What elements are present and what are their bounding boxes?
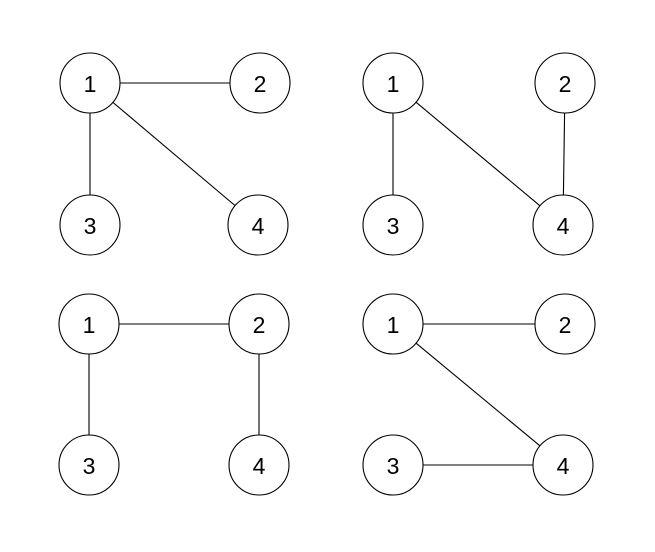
graph-node-2[interactable]: 2 xyxy=(229,52,291,114)
graph-node-circle[interactable] xyxy=(532,194,594,256)
graph-node-label: 2 xyxy=(253,312,266,338)
panel-top-left: 1 2 3 4 xyxy=(59,52,291,256)
graph-node-circle[interactable] xyxy=(227,194,289,256)
graph-edge-1-4 xyxy=(415,101,541,207)
graph-node-1[interactable]: 1 xyxy=(59,52,121,114)
graph-node-3[interactable]: 3 xyxy=(362,434,424,496)
graph-node-label: 3 xyxy=(387,453,400,479)
panel-top-right: 1 2 3 4 xyxy=(362,52,596,256)
graph-node-circle[interactable] xyxy=(362,293,424,355)
graph-node-4[interactable]: 4 xyxy=(532,194,594,256)
graph-node-circle[interactable] xyxy=(532,434,594,496)
graph-node-circle[interactable] xyxy=(362,434,424,496)
nodes-group: 1 2 3 4 xyxy=(362,52,596,256)
graph-node-label: 3 xyxy=(387,213,400,239)
edges-group xyxy=(88,323,260,435)
graph-edge-1-4 xyxy=(415,342,541,447)
graph-node-circle[interactable] xyxy=(534,293,596,355)
graph-node-label: 4 xyxy=(557,213,570,239)
graph-node-label: 1 xyxy=(83,312,96,338)
graph-node-circle[interactable] xyxy=(362,52,424,114)
graph-node-3[interactable]: 3 xyxy=(58,434,120,496)
graph-node-3[interactable]: 3 xyxy=(59,194,121,256)
graph-node-circle[interactable] xyxy=(534,52,596,114)
edges-group xyxy=(392,101,566,207)
panel-bottom-left: 1 2 3 4 xyxy=(58,293,290,496)
nodes-group: 1 2 3 4 xyxy=(362,293,596,496)
graph-node-1[interactable]: 1 xyxy=(362,293,424,355)
panels-layer: 1 2 3 4 1 2 3 4 1 2 3 4 1 2 3 4 xyxy=(58,52,596,496)
nodes-group: 1 2 3 4 xyxy=(59,52,291,256)
graph-node-3[interactable]: 3 xyxy=(362,194,424,256)
graph-node-circle[interactable] xyxy=(58,293,120,355)
graph-edge-2-4 xyxy=(562,112,566,196)
graph-node-label: 2 xyxy=(559,312,572,338)
graph-node-2[interactable]: 2 xyxy=(534,52,596,114)
graph-node-circle[interactable] xyxy=(58,434,120,496)
graph-node-label: 4 xyxy=(253,453,266,479)
nodes-group: 1 2 3 4 xyxy=(58,293,290,496)
graph-node-label: 2 xyxy=(254,71,267,97)
graph-node-4[interactable]: 4 xyxy=(228,434,290,496)
panel-bottom-right: 1 2 3 4 xyxy=(362,293,596,496)
graph-node-2[interactable]: 2 xyxy=(228,293,290,355)
graph-node-circle[interactable] xyxy=(59,52,121,114)
graph-node-label: 1 xyxy=(387,312,400,338)
graph-node-2[interactable]: 2 xyxy=(534,293,596,355)
graph-node-circle[interactable] xyxy=(59,194,121,256)
edges-group xyxy=(89,82,236,207)
graph-node-label: 1 xyxy=(387,71,400,97)
graph-node-circle[interactable] xyxy=(362,194,424,256)
graph-node-label: 4 xyxy=(557,453,570,479)
edges-group xyxy=(415,323,541,466)
graph-node-1[interactable]: 1 xyxy=(58,293,120,355)
graph-node-4[interactable]: 4 xyxy=(227,194,289,256)
graph-node-label: 3 xyxy=(84,213,97,239)
graph-node-circle[interactable] xyxy=(228,293,290,355)
graph-node-4[interactable]: 4 xyxy=(532,434,594,496)
graph-node-label: 2 xyxy=(559,71,572,97)
graph-edge-1-4 xyxy=(112,101,236,207)
graph-node-1[interactable]: 1 xyxy=(362,52,424,114)
graph-node-circle[interactable] xyxy=(229,52,291,114)
graph-node-label: 1 xyxy=(84,71,97,97)
graph-node-label: 3 xyxy=(83,453,96,479)
graph-node-circle[interactable] xyxy=(228,434,290,496)
graph-node-label: 4 xyxy=(252,213,265,239)
